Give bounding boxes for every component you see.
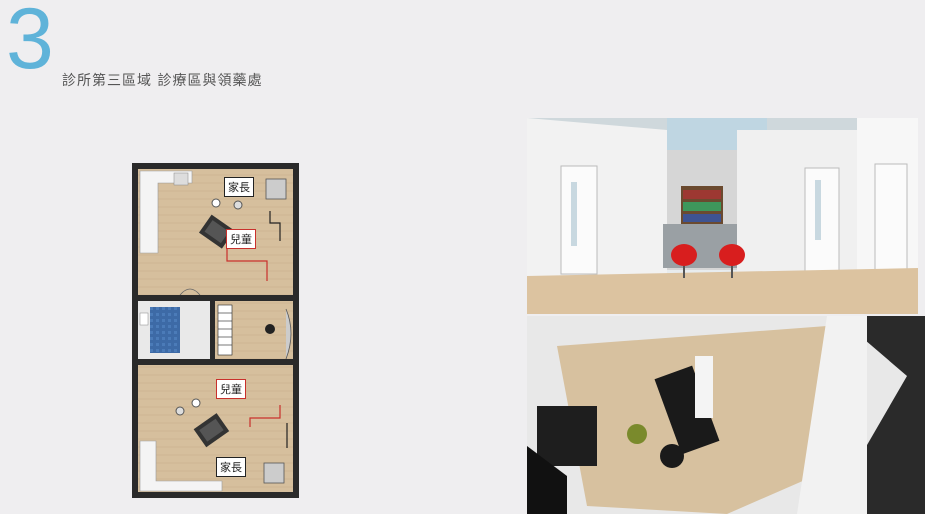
floor-plan-drawing: [132, 163, 299, 498]
door: [874, 163, 908, 277]
door: [560, 165, 598, 275]
path-arrow-black: [269, 211, 281, 241]
dental-chair-icon: [193, 413, 230, 448]
stool-icon: [175, 406, 185, 416]
red-chair: [671, 244, 697, 266]
slide-number: 3: [6, 0, 54, 87]
stool-icon: [211, 198, 221, 208]
armchair-icon: [265, 178, 287, 200]
dental-arm: [695, 356, 713, 418]
stool-icon: [265, 324, 275, 334]
door: [804, 167, 840, 273]
counter: [139, 440, 223, 492]
dental-chair: [654, 365, 720, 455]
sink-icon: [173, 172, 189, 186]
counter: [139, 170, 193, 254]
label-parent-bottom: 家長: [216, 457, 246, 477]
label-child-bottom: 兒童: [216, 379, 246, 399]
cabinet: [537, 406, 597, 466]
render-overhead-view: [527, 316, 925, 514]
stool-icon: [191, 398, 201, 408]
red-chair: [719, 244, 745, 266]
armchair-icon: [263, 462, 285, 484]
dental-chair-icon: [198, 214, 235, 249]
toilet-icon: [139, 312, 149, 326]
bath-mat: [150, 307, 180, 353]
operator-chair: [660, 444, 684, 468]
stool: [627, 424, 647, 444]
curved-counter: [285, 308, 292, 360]
label-parent-top: 家長: [224, 177, 254, 197]
shelf-icon: [217, 304, 233, 356]
render-front-view: [527, 118, 918, 314]
path-arrow-red: [249, 405, 281, 427]
path-arrow-red: [226, 245, 268, 281]
floor-plan: 家長 兒童 兒童 家長: [132, 163, 299, 498]
slide-title: 診所第三區域 診療區與領藥處: [62, 73, 263, 89]
label-child-top: 兒童: [226, 229, 256, 249]
stool-icon: [233, 200, 243, 210]
